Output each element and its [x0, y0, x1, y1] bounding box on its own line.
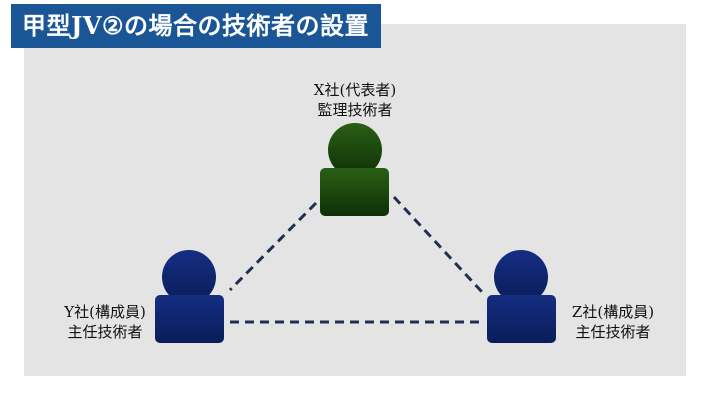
person-y-icon: [155, 250, 224, 343]
label-y-company: Y社(構成員) 主任技術者: [40, 302, 170, 342]
person-z-icon: [487, 250, 556, 343]
x-company-name: X社(代表者): [313, 81, 397, 99]
label-x-company: X社(代表者) 監理技術者: [300, 80, 410, 120]
person-x-icon: [320, 123, 389, 216]
y-company-name: Y社(構成員): [64, 303, 146, 321]
diagram-title: 甲型JV②の場合の技術者の設置: [11, 4, 381, 48]
x-role: 監理技術者: [317, 101, 393, 119]
z-company-name: Z社(構成員): [571, 303, 655, 321]
y-role: 主任技術者: [67, 323, 143, 341]
z-role: 主任技術者: [575, 323, 651, 341]
label-z-company: Z社(構成員) 主任技術者: [548, 302, 678, 342]
connector-x-z: [392, 195, 484, 294]
connector-x-y: [228, 201, 318, 292]
